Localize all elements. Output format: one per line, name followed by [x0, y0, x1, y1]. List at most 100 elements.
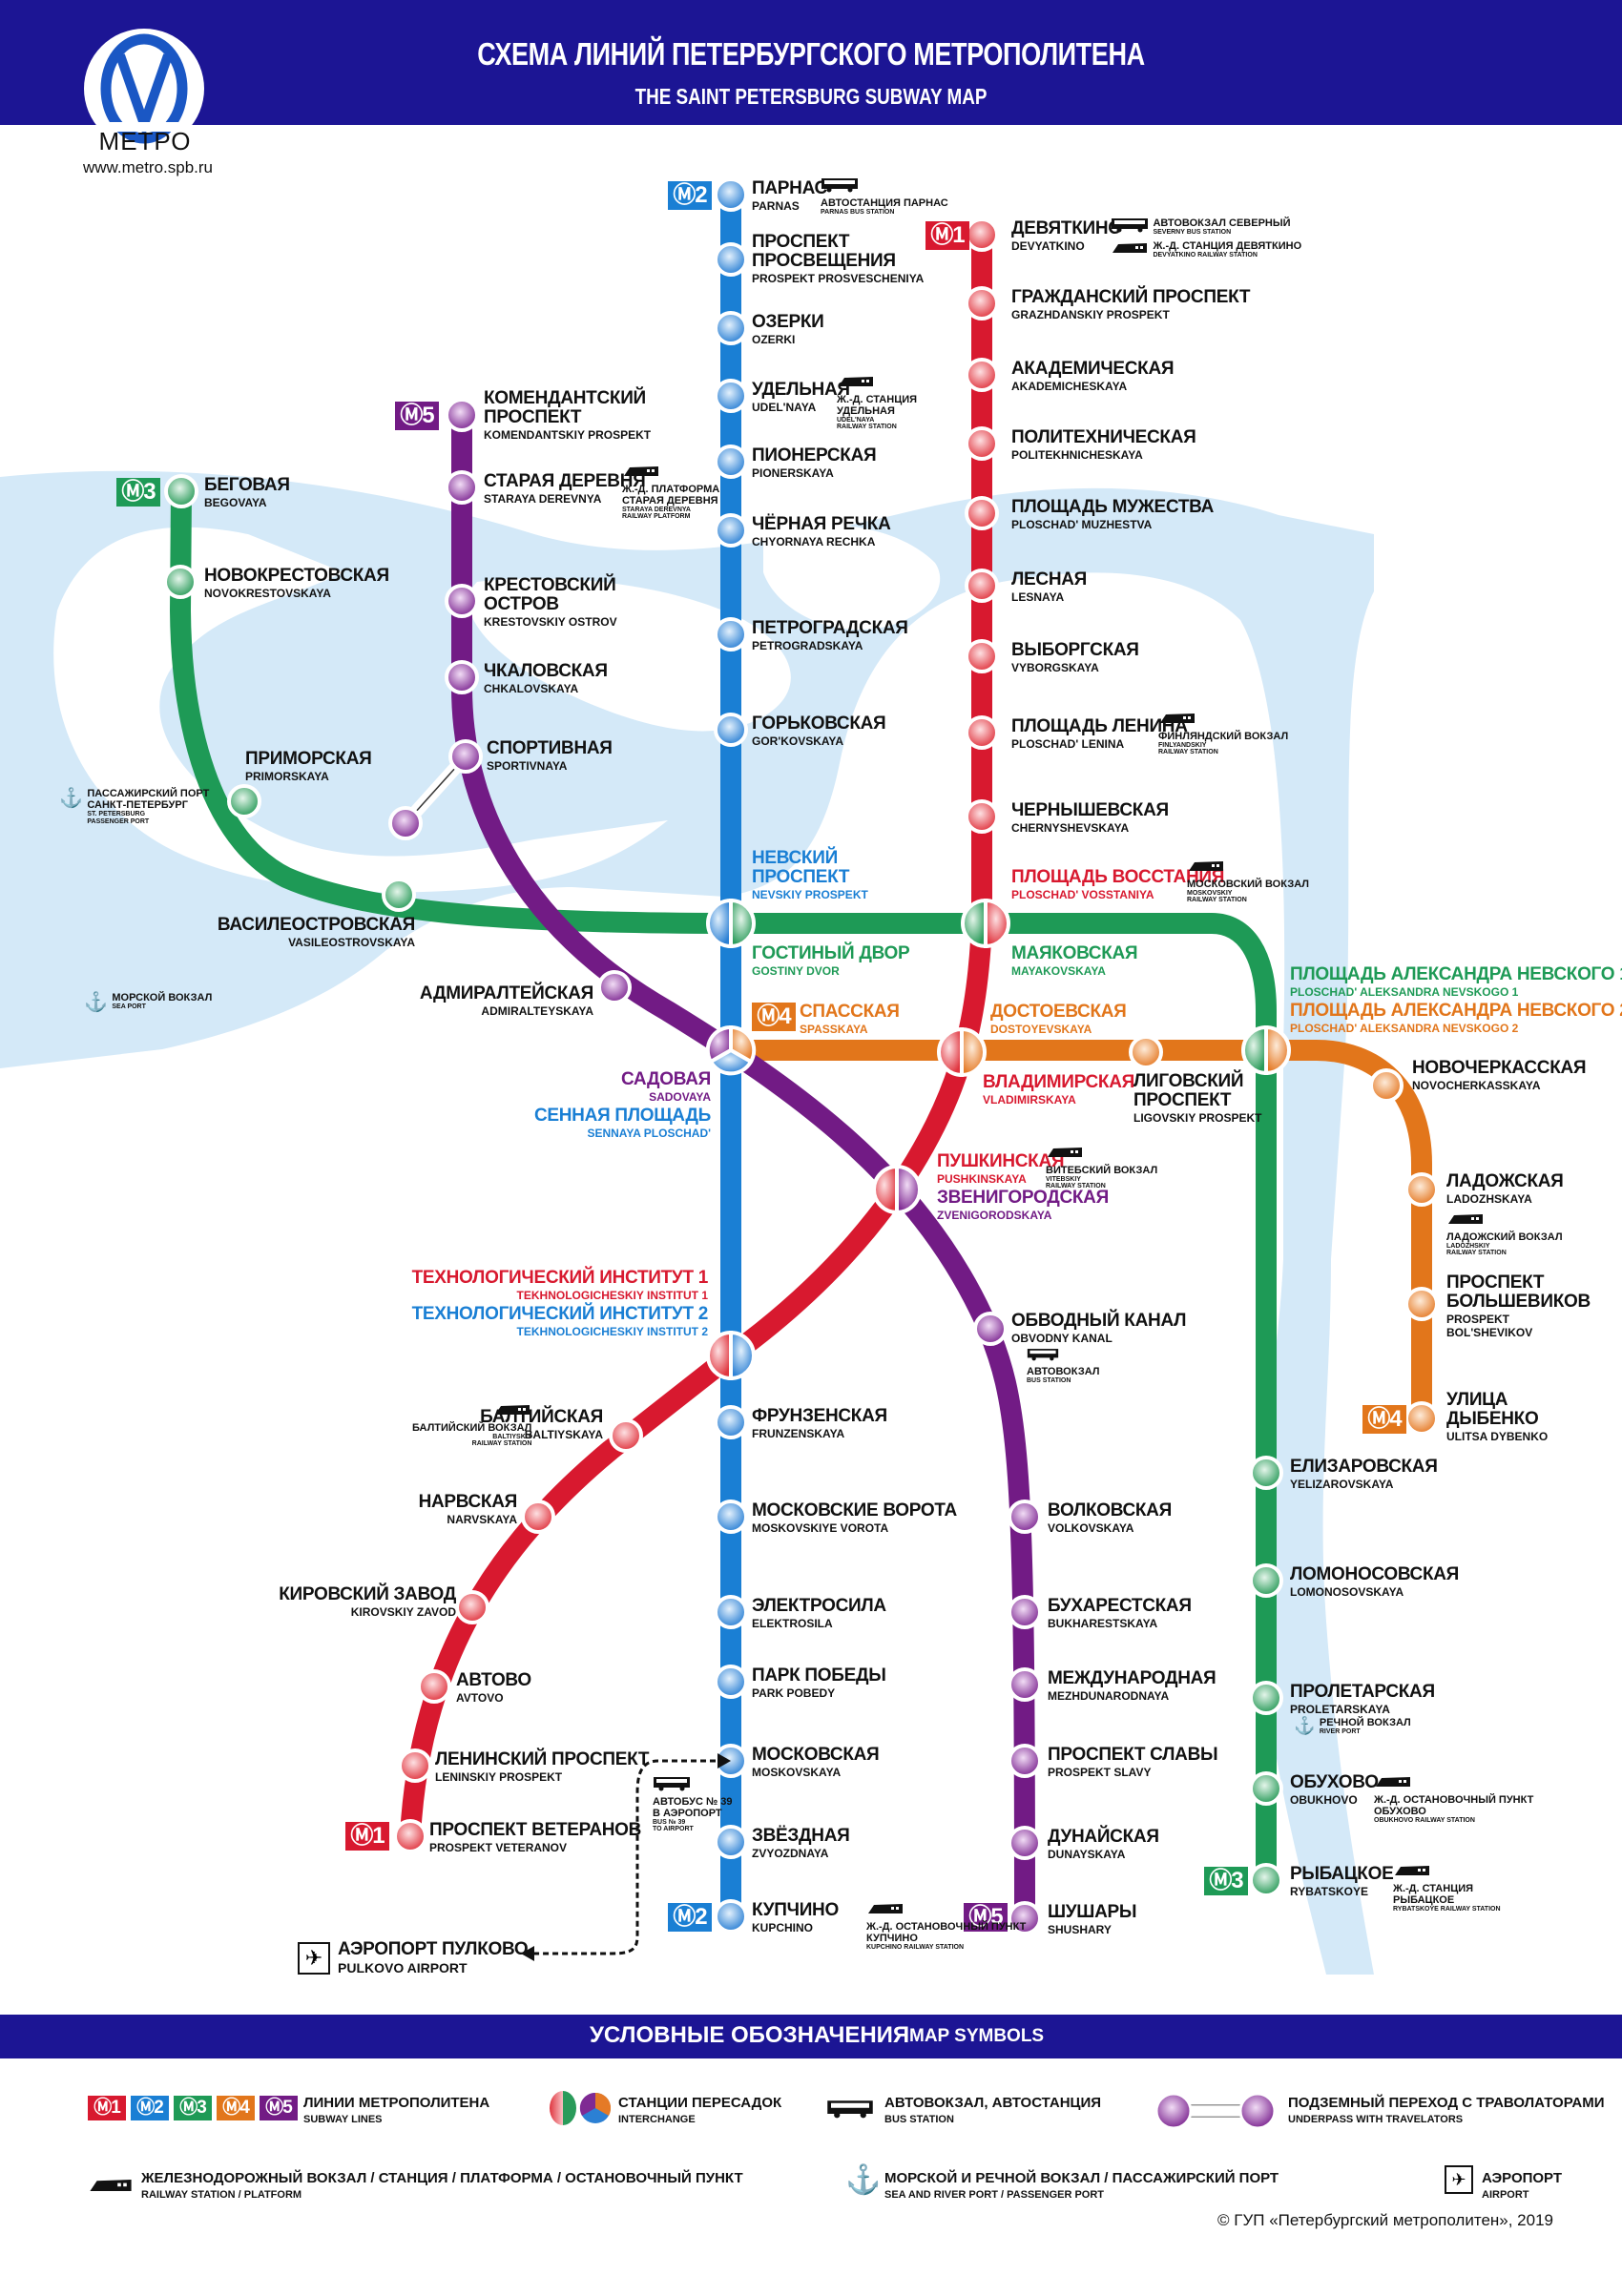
bus-icon	[654, 1777, 690, 1791]
train-icon	[1048, 1148, 1082, 1157]
website-link[interactable]: www.metro.spb.ru	[82, 158, 214, 176]
legend-interchange-icon	[550, 2091, 611, 2125]
metro-logo[interactable]	[84, 29, 204, 149]
legend-anchor-icon: ⚓	[845, 2164, 882, 2196]
bus-icon	[1027, 1349, 1059, 1361]
train-icon	[1448, 1214, 1483, 1224]
line-3-stations	[163, 474, 1283, 1897]
line-3-badge-south: Ⓜ3	[1204, 1867, 1248, 1895]
line-1-badge-north: Ⓜ1	[925, 221, 969, 250]
line-1-badge-south: Ⓜ1	[345, 1822, 389, 1851]
train-icon	[495, 1405, 530, 1415]
interchange-nevsky-gostiny	[706, 898, 756, 949]
legend-band	[0, 2015, 1622, 2058]
line-4-badge-east: Ⓜ4	[1362, 1405, 1406, 1434]
interchange-pushkinskaya-zvenigorodskaya	[872, 1164, 922, 1215]
interchange-dostoevskaya-vladimirskaya	[937, 1026, 987, 1078]
train-icon	[1189, 861, 1223, 871]
page-subtitle: THE SAINT PETERSBURG SUBWAY MAP	[634, 84, 988, 109]
legend-line-5-badge: Ⓜ5	[260, 2096, 298, 2120]
line-5-stations	[388, 398, 1042, 1935]
